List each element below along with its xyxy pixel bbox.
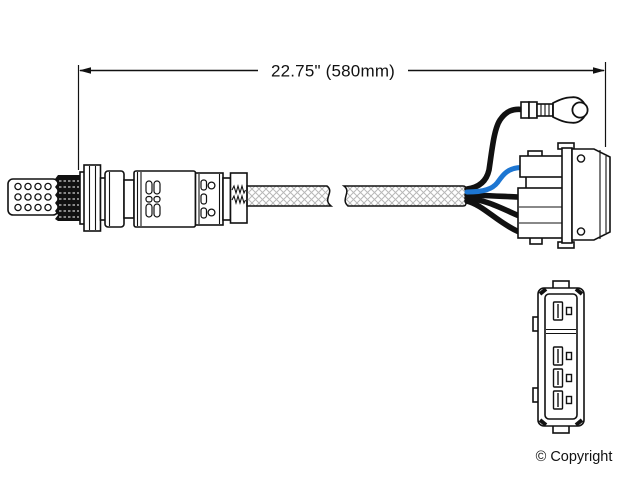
cable-segment-2 [341,185,467,207]
sensor-tip [7,178,59,216]
copyright-label: © Copyright [536,449,613,465]
heater-wire-2 [464,195,521,219]
dimple-top [207,181,216,190]
corner-chamfers [538,287,584,427]
ring-hole [571,101,589,119]
ground-ring-terminal [520,96,589,124]
wires [464,106,525,235]
housing-screw-top [576,154,586,163]
crimp-ring-slots [200,179,208,219]
connector-housing [571,148,611,241]
dimension-line: 22.75" (580mm) [77,62,607,170]
dimension-arrow-left [79,67,91,74]
strain-zigzag-top [231,183,246,196]
sensor-body [99,170,232,228]
dimension-arrow-right [593,67,605,74]
terminal-pin-4 [552,390,573,410]
connector-flange [561,147,573,244]
ground-wire [464,106,525,192]
connector-side-view [517,142,611,249]
sensor-thread [55,175,80,221]
connector-face-view [532,280,585,434]
terminal-pin-3 [552,368,573,388]
terminal-pins [552,301,573,410]
heater-wire-3 [464,198,521,235]
dimension-label: 22.75" (580mm) [271,62,395,81]
strain-relief-boot [229,172,248,224]
signal-wire-blue [464,165,524,195]
terminal-pin-1 [552,301,573,321]
housing-screw-bottom [576,227,586,236]
heater-wire-1 [464,192,521,200]
strain-zigzag-bottom [231,193,246,206]
dimple-bottom [207,208,216,217]
tip-vent-holes [14,182,52,212]
terminal-pin-2 [552,346,573,366]
sensor-hex-nut [83,164,102,232]
cable-segment-1 [246,185,334,207]
crimp-slots [145,180,161,218]
cable [246,185,467,207]
